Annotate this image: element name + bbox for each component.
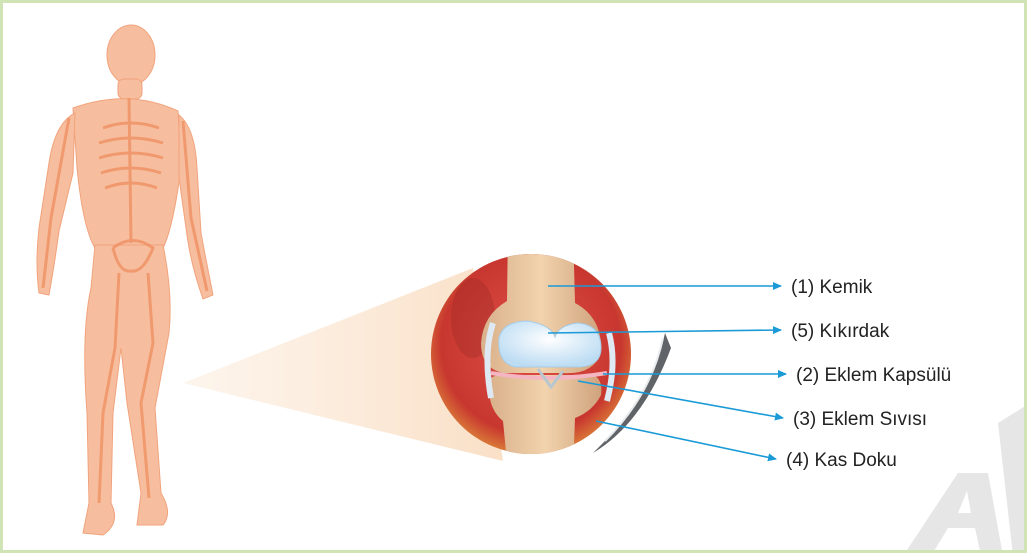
knee-joint-diagram: (1) Kemik (5) Kıkırdak (2) Eklem Kapsülü… (3, 3, 1027, 553)
label-kikirdak: (5) Kıkırdak (791, 321, 890, 342)
label-kemik: (1) Kemik (791, 277, 873, 298)
arrow-kas (596, 421, 776, 459)
label-kas-doku: (4) Kas Doku (786, 450, 897, 471)
label-eklem-kapsulu: (2) Eklem Kapsülü (796, 365, 951, 386)
label-eklem-sivisi: (3) Eklem Sıvısı (793, 409, 927, 430)
human-skeleton-figure (37, 25, 213, 535)
